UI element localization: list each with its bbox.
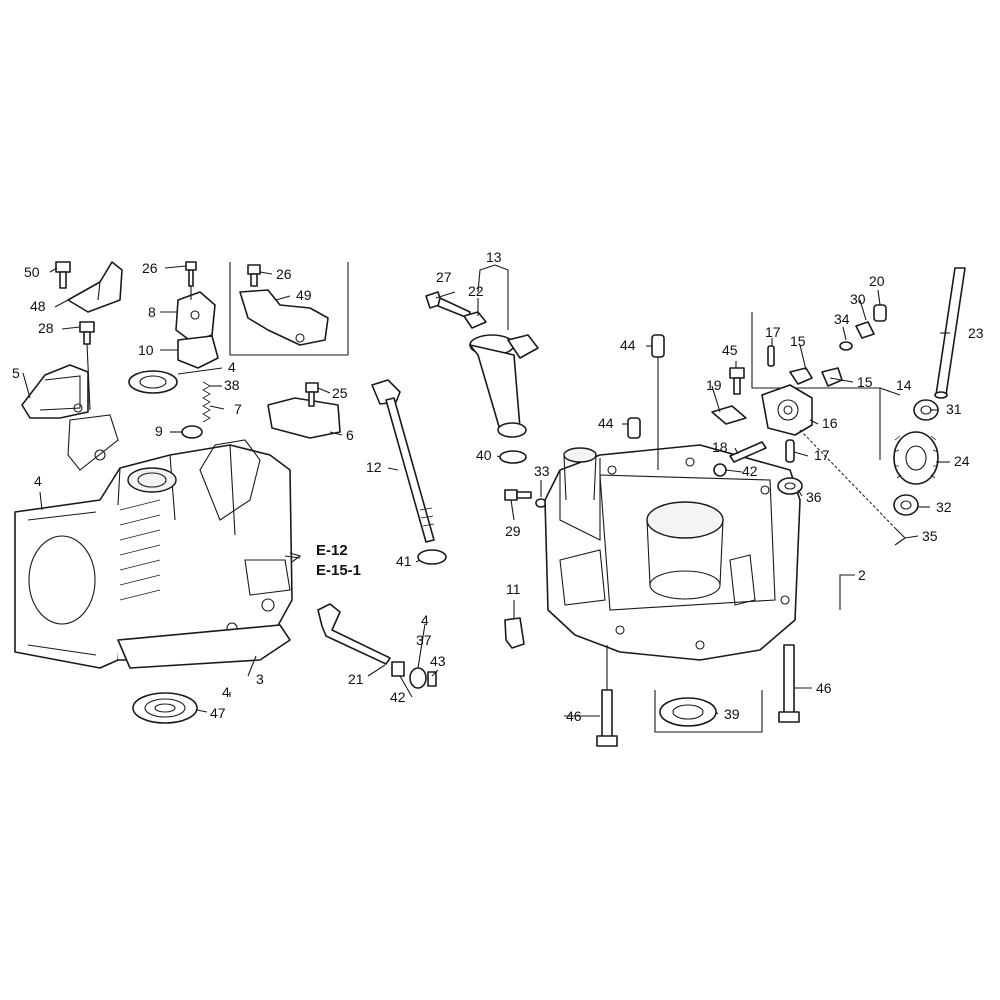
callout-20: 20 (869, 273, 885, 289)
callout-12: 12 (366, 459, 382, 475)
reference-e12: E-12 (316, 542, 348, 559)
callout-19: 19 (706, 377, 722, 393)
oil-filler-tube-part (469, 334, 539, 438)
oil-seal-part (654, 690, 763, 733)
cylinder-block-part (14, 414, 293, 669)
o-ring-part (417, 549, 447, 565)
callout-labels: 50 48 28 5 4 26 8 10 26 49 4 38 7 9 25 6… (12, 249, 984, 724)
gear-part (893, 431, 939, 485)
callout-26: 26 (276, 266, 292, 282)
callout-35: 35 (922, 528, 938, 544)
callout-32: 32 (936, 499, 952, 515)
callout-13: 13 (486, 249, 502, 265)
ball-bearing-part (132, 692, 198, 724)
callout-2: 2 (858, 567, 866, 583)
bracket-part (21, 364, 89, 419)
callout-23: 23 (968, 325, 984, 341)
callout-40: 40 (476, 447, 492, 463)
callout-14: 14 (896, 377, 912, 393)
callout-29: 29 (505, 523, 521, 539)
callout-24: 24 (954, 453, 970, 469)
callout-42: 42 (390, 689, 406, 705)
bolt-part (425, 291, 487, 329)
callout-46: 46 (816, 680, 832, 696)
seal-part (202, 381, 211, 423)
bracket-assembly-box (229, 262, 349, 356)
callout-9: 9 (155, 423, 163, 439)
callout-4: 4 (421, 612, 429, 628)
callout-43: 43 (430, 653, 446, 669)
cover-part (175, 261, 219, 369)
callout-7: 7 (234, 401, 242, 417)
bracket-part (67, 261, 123, 313)
callout-33: 33 (534, 463, 550, 479)
callout-45: 45 (722, 342, 738, 358)
crankcase-cover-part (544, 444, 801, 661)
callout-26: 26 (142, 260, 158, 276)
leader-lines (22, 264, 950, 717)
callout-15: 15 (857, 374, 873, 390)
callout-11: 11 (506, 581, 521, 597)
callout-30: 30 (850, 291, 866, 307)
callout-16: 16 (822, 415, 838, 431)
callout-31: 31 (946, 401, 962, 417)
callout-3: 3 (256, 671, 264, 687)
callout-5: 5 (12, 365, 20, 381)
callout-37: 37 (416, 632, 432, 648)
bearing-part (893, 399, 939, 516)
bolt-part (55, 261, 71, 289)
callout-27: 27 (436, 269, 452, 285)
callout-28: 28 (38, 320, 54, 336)
callout-48: 48 (30, 298, 46, 314)
callout-44: 44 (620, 337, 636, 353)
oil-seal-part (128, 370, 178, 394)
callout-15: 15 (790, 333, 806, 349)
governor-assembly-box (751, 312, 881, 463)
governor-arm-part (317, 603, 391, 665)
callout-44: 44 (598, 415, 614, 431)
callout-47: 47 (210, 705, 226, 721)
callout-39: 39 (724, 706, 740, 722)
callout-25: 25 (332, 385, 348, 401)
callout-21: 21 (348, 671, 364, 687)
callout-46: 46 (566, 708, 582, 724)
holder-part (839, 304, 887, 351)
callout-8: 8 (148, 304, 156, 320)
bolt-part (711, 367, 767, 463)
callout-22: 22 (468, 283, 484, 299)
dipstick-part (371, 379, 435, 543)
clip-part (894, 527, 906, 546)
shaft-part (934, 267, 966, 399)
callout-17: 17 (814, 447, 830, 463)
nut-part (713, 463, 727, 477)
callout-50: 50 (24, 264, 40, 280)
bolt-part (596, 644, 800, 747)
callout-42: 42 (742, 463, 758, 479)
callout-18: 18 (712, 439, 728, 455)
callout-41: 41 (396, 553, 412, 569)
callout-36: 36 (806, 489, 822, 505)
washer-part (777, 477, 803, 495)
bolt-part (79, 321, 95, 411)
callout-49: 49 (296, 287, 312, 303)
callout-4: 4 (222, 684, 230, 700)
o-ring-part (499, 450, 527, 464)
callout-34: 34 (834, 311, 850, 327)
plate-part (267, 382, 341, 439)
callout-4: 4 (228, 359, 236, 375)
reference-e15-1: E-15-1 (316, 562, 361, 579)
callout-4: 4 (34, 473, 42, 489)
pin-part (504, 617, 525, 649)
callout-10: 10 (138, 342, 154, 358)
callout-6: 6 (346, 427, 354, 443)
callout-38: 38 (224, 377, 240, 393)
plug-part (181, 425, 203, 439)
callout-17: 17 (765, 324, 781, 340)
